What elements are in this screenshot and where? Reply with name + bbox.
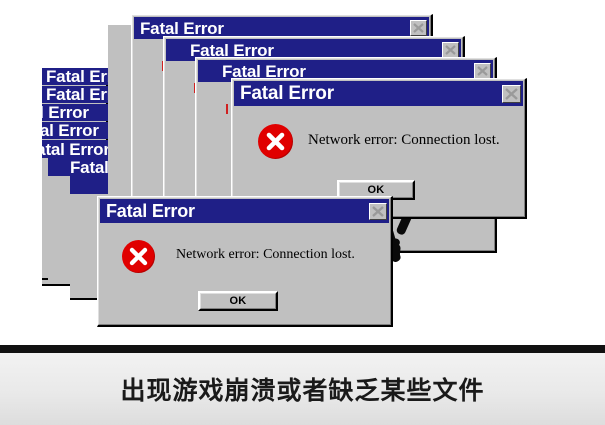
caption-band: 出现游戏崩溃或者缺乏某些文件 (0, 345, 605, 425)
dialog-body-w11: Network error: Connection lost. OK (234, 108, 523, 215)
titlebar-label: Fatal Error (42, 140, 110, 158)
titlebar-label: Fatal Error (46, 68, 110, 85)
titlebar-label: Fatal Error (222, 61, 306, 81)
close-button[interactable] (442, 42, 459, 58)
error-dialog-stack: Fatal Error Fatal Error Fatal Error Fata… (42, 14, 527, 327)
titlebar-label: Fatal Error (190, 40, 274, 60)
titlebar-w10[interactable]: Fatal Error (198, 60, 493, 82)
close-button[interactable] (369, 203, 387, 220)
dialog-body-front: Network error: Connection lost. OK (100, 225, 389, 323)
titlebar-label: Fatal Error (46, 86, 110, 103)
close-x-icon (505, 88, 518, 100)
close-x-icon (477, 66, 488, 76)
titlebar-w8[interactable]: Fatal Error (134, 17, 429, 39)
titlebar-label: Fatal Error (42, 104, 89, 121)
dialog-window-w11[interactable]: Fatal Error Network error: Connection lo… (231, 78, 527, 219)
scanline-artifact (226, 104, 228, 114)
titlebar-label: Fatal Error (240, 83, 334, 104)
error-x-icon (258, 124, 293, 159)
error-message: Network error: Connection lost. (308, 132, 500, 148)
close-button[interactable] (502, 85, 521, 103)
ok-button-label: OK (229, 295, 247, 307)
titlebar-w2[interactable]: Fatal Error (42, 86, 110, 103)
titlebar-w3[interactable]: Fatal Error (42, 104, 124, 121)
dialog-window-front[interactable]: Fatal Error Network error: Connection lo… (97, 196, 393, 327)
error-x-icon (122, 240, 155, 273)
caption-text: 出现游戏崩溃或者缺乏某些文件 (120, 376, 485, 405)
ok-button[interactable]: OK (198, 291, 278, 311)
titlebar-front[interactable]: Fatal Error (100, 199, 389, 223)
close-x-icon (445, 45, 456, 55)
close-x-icon (413, 23, 424, 33)
titlebar-w9[interactable]: Fatal Error (166, 39, 461, 61)
ok-button-label: OK (367, 184, 385, 196)
titlebar-label: Fatal Error (106, 201, 195, 221)
close-x-icon (372, 206, 384, 217)
error-message: Network error: Connection lost. (176, 247, 355, 262)
titlebar-w11[interactable]: Fatal Error (234, 81, 523, 106)
titlebar-label: Fatal Error (140, 18, 224, 38)
close-button[interactable] (474, 63, 491, 79)
close-button[interactable] (410, 20, 427, 36)
titlebar-w1[interactable]: Fatal Error (42, 68, 110, 85)
titlebar-label: Fatal Error (42, 122, 99, 139)
